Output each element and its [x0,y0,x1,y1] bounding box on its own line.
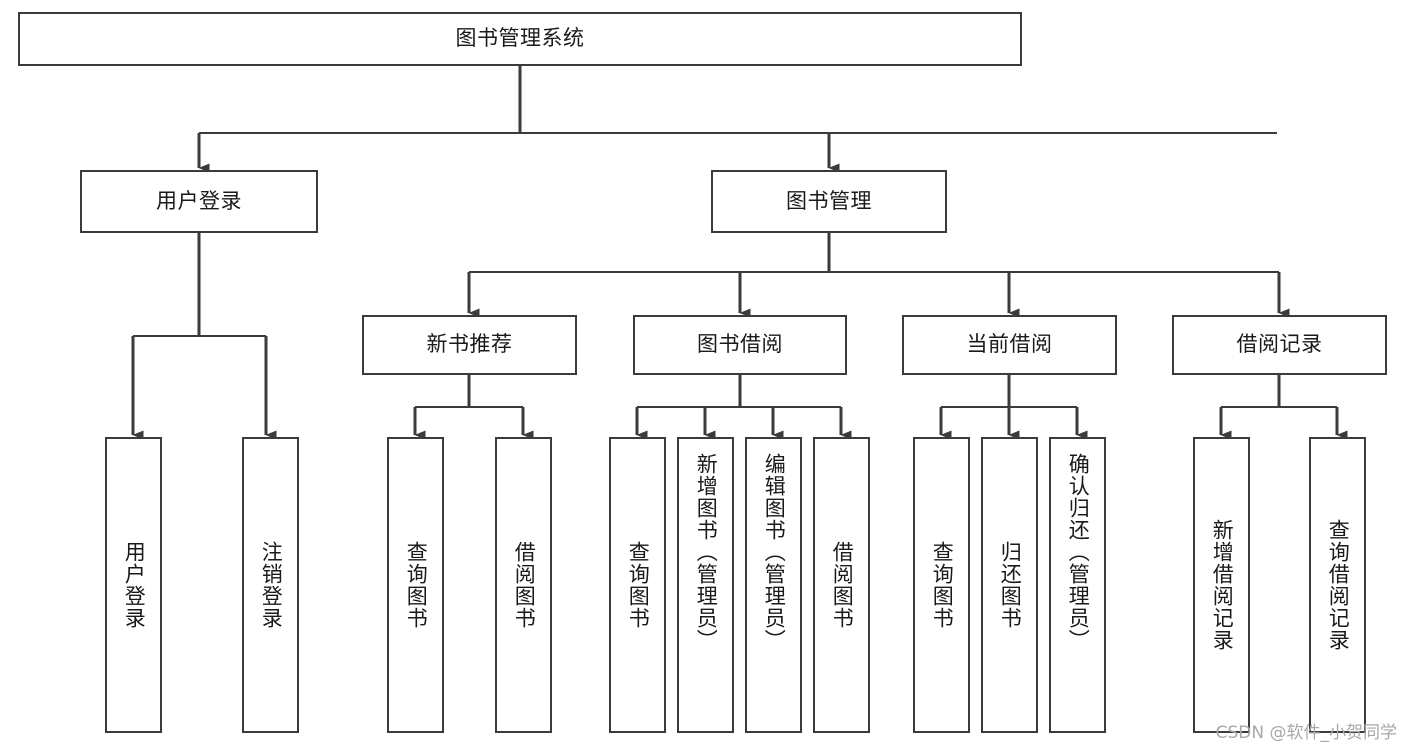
node-label: 当前借阅 [966,332,1053,357]
node-label: 新增借阅记录 [1210,519,1235,651]
node-label: 借阅图书 [830,541,855,629]
node-label: 借阅图书 [512,541,537,629]
leaf-user-login-logout[interactable]: 注销登录 [242,437,299,733]
node-user-login[interactable]: 用户登录 [80,170,318,233]
node-label: 用户登录 [156,188,242,213]
leaf-borrow-record-add-record[interactable]: 新增借阅记录 [1193,437,1250,733]
node-book-borrow[interactable]: 图书借阅 [633,315,847,375]
node-new-book-recommend[interactable]: 新书推荐 [362,315,577,375]
node-label: 确认归还（管理员） [1066,453,1091,651]
leaf-book-borrow-edit-book-admin[interactable]: 编辑图书（管理员） [745,437,802,733]
node-root-book-management-system[interactable]: 图书管理系统 [18,12,1022,66]
node-label: 注销登录 [259,541,284,629]
leaf-book-borrow-borrow-book[interactable]: 借阅图书 [813,437,870,733]
node-current-borrow[interactable]: 当前借阅 [902,315,1117,375]
node-label: 查询图书 [930,541,955,629]
node-label: 归还图书 [998,541,1023,629]
node-label: 查询图书 [404,541,429,629]
leaf-new-book-borrow-book[interactable]: 借阅图书 [495,437,552,733]
node-label: 图书管理系统 [455,26,585,51]
node-label: 图书借阅 [697,332,783,357]
node-label: 编辑图书（管理员） [762,453,787,651]
leaf-user-login-login[interactable]: 用户登录 [105,437,162,733]
node-borrow-record[interactable]: 借阅记录 [1172,315,1387,375]
leaf-borrow-record-query-record[interactable]: 查询借阅记录 [1309,437,1366,733]
node-label: 查询图书 [626,541,651,629]
node-label: 查询借阅记录 [1326,519,1351,651]
csdn-watermark: CSDN @软件_小贺同学 [1215,723,1397,743]
node-label: 图书管理 [786,188,872,213]
node-label: 用户登录 [122,541,147,629]
leaf-book-borrow-add-book-admin[interactable]: 新增图书（管理员） [677,437,734,733]
node-label: 新书推荐 [426,332,513,357]
leaf-current-borrow-confirm-return-admin[interactable]: 确认归还（管理员） [1049,437,1106,733]
leaf-current-borrow-return-book[interactable]: 归还图书 [981,437,1038,733]
node-label: 新增图书（管理员） [694,453,719,651]
node-label: 借阅记录 [1236,332,1323,357]
leaf-book-borrow-query-book[interactable]: 查询图书 [609,437,666,733]
leaf-current-borrow-query-book[interactable]: 查询图书 [913,437,970,733]
leaf-new-book-query-book[interactable]: 查询图书 [387,437,444,733]
node-book-management[interactable]: 图书管理 [711,170,947,233]
